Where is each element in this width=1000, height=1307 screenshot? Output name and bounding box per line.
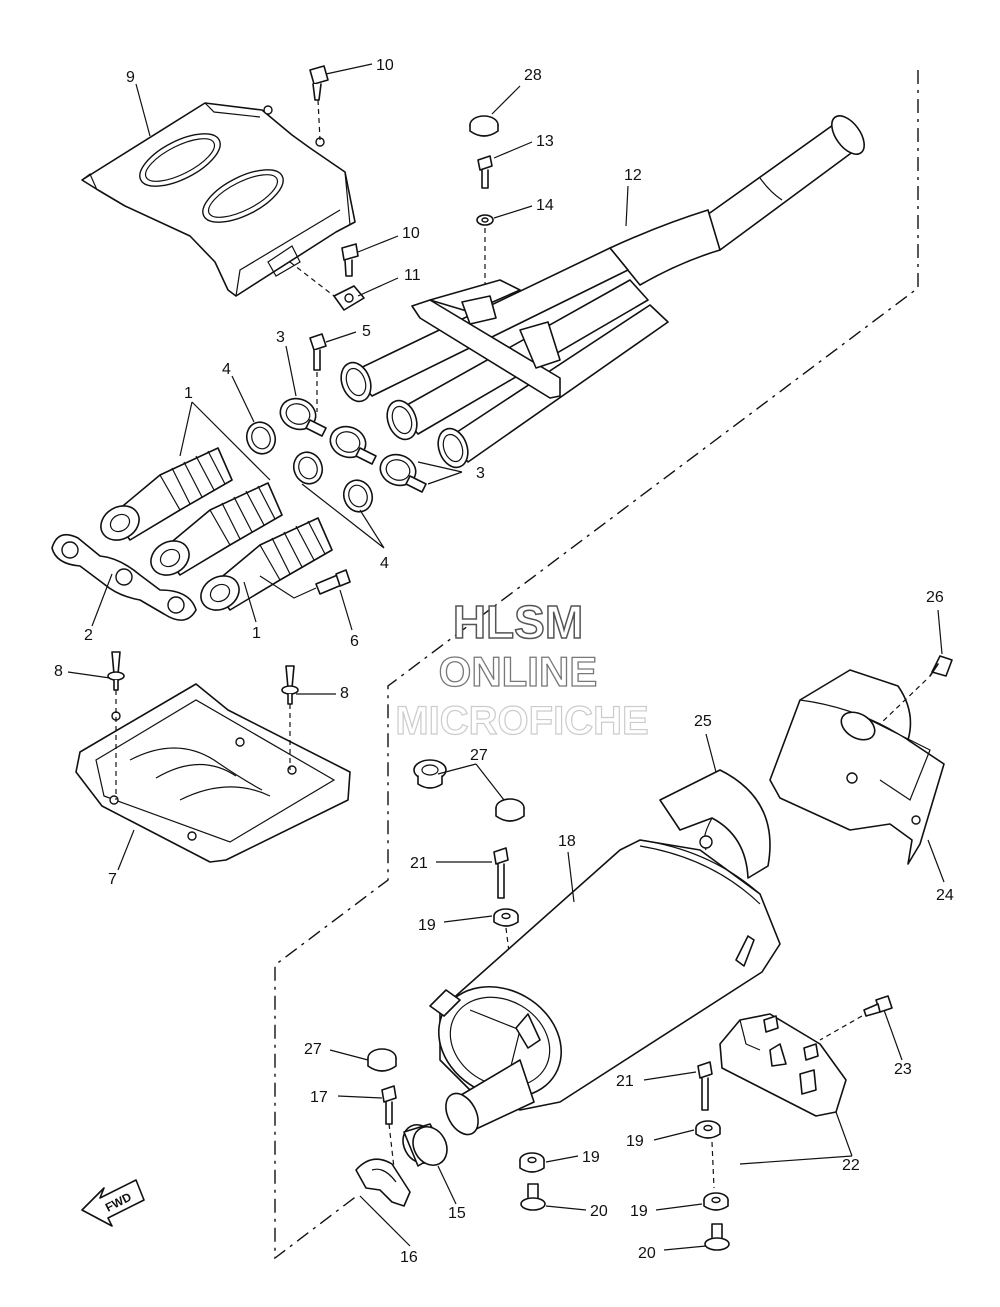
bolt-upper-shield — [309, 65, 329, 141]
callout-label: 22 — [842, 1157, 860, 1174]
bolt-21-b — [697, 1061, 713, 1111]
callout-label: 21 — [616, 1073, 634, 1090]
callout-label: 10 — [376, 57, 394, 74]
watermark-line1: HLSM — [453, 596, 583, 648]
callout-label: 8 — [340, 685, 349, 702]
separator-lines — [274, 70, 919, 1260]
clamp-3-a — [279, 397, 327, 437]
callout-label: 26 — [926, 589, 944, 606]
bracket-22 — [719, 1013, 847, 1117]
muffler-protector-25 — [659, 769, 771, 879]
callout-label: 21 — [410, 855, 428, 872]
bolt-6 — [315, 569, 351, 595]
bolt-13 — [477, 155, 493, 189]
grommet-27-a — [413, 759, 447, 789]
callout-label: 27 — [304, 1041, 322, 1058]
callout-label: 19 — [418, 917, 436, 934]
bolt-shield-bracket — [341, 243, 359, 277]
callout-label: 13 — [536, 133, 554, 150]
exhaust-joint-1-c — [200, 517, 333, 611]
callout-label: 20 — [590, 1203, 608, 1220]
clamp-16 — [355, 1158, 411, 1207]
callout-label: 19 — [582, 1149, 600, 1166]
callout-label: 25 — [694, 713, 712, 730]
collar-20-b — [704, 1223, 730, 1251]
callout-label: 6 — [350, 633, 359, 650]
lower-heat-shield — [75, 683, 351, 863]
gasket-4-a — [245, 421, 277, 455]
callout-label: 4 — [222, 361, 231, 378]
callout-label: 20 — [638, 1245, 656, 1262]
muffler-18 — [429, 839, 781, 1111]
muffler-end-cap-24 — [769, 669, 945, 865]
exhaust-joint-1-b — [150, 482, 283, 576]
upper-heat-shield — [81, 102, 356, 297]
bolt-26 — [929, 655, 953, 677]
callout-label: 17 — [310, 1089, 328, 1106]
callout-label: 7 — [108, 871, 117, 888]
callout-label: 1 — [252, 625, 261, 642]
watermark-line2: ONLINE — [439, 648, 598, 695]
gasket-4-b — [292, 451, 324, 485]
callout-label: 19 — [626, 1133, 644, 1150]
callout-label: 19 — [630, 1203, 648, 1220]
clamp-3-c — [379, 453, 427, 493]
exhaust-header-pipe — [340, 115, 865, 469]
bolt-23 — [863, 995, 893, 1017]
callout-label: 9 — [126, 69, 135, 86]
flange-gasket-2 — [51, 533, 197, 621]
callout-label: 10 — [402, 225, 420, 242]
fwd-arrow-icon: FWD — [81, 1179, 145, 1227]
cap-27-a — [495, 798, 525, 822]
callout-label: 12 — [624, 167, 642, 184]
callout-label: 15 — [448, 1205, 466, 1222]
watermark: HLSM ONLINE MICROFICHE — [395, 595, 650, 743]
gasket-4-c — [342, 479, 374, 513]
callout-label: 11 — [404, 267, 421, 284]
callout-label: 23 — [894, 1061, 912, 1078]
callout-label: 8 — [54, 663, 63, 680]
rivet-8-b — [281, 665, 299, 705]
washer-14 — [476, 214, 494, 226]
exhaust-joint-1-a — [100, 447, 233, 541]
callout-label: 28 — [524, 67, 542, 84]
callout-label: 27 — [470, 747, 488, 764]
callout-label: 14 — [536, 197, 554, 214]
bracket-nut — [333, 285, 365, 311]
collar-20-a — [520, 1183, 546, 1211]
callout-label: 16 — [400, 1249, 418, 1266]
leader-lines — [67, 63, 945, 1251]
collar-19-c — [695, 1120, 721, 1139]
callout-label: 5 — [362, 323, 371, 340]
cap-28-top — [469, 115, 499, 137]
watermark-line3: MICROFICHE — [395, 699, 648, 743]
bolt-21-a — [493, 847, 509, 899]
collar-19-d — [703, 1192, 729, 1211]
callout-label: 3 — [276, 329, 285, 346]
callout-label: 1 — [184, 385, 193, 402]
callout-labels: 10 28 9 13 12 14 10 11 5 3 4 1 3 4 2 6 1… — [54, 57, 954, 1266]
callout-label: 18 — [558, 833, 576, 850]
tail-pipe — [445, 1059, 535, 1136]
sleeve-15 — [402, 1123, 448, 1167]
collar-19-b — [519, 1152, 545, 1173]
collar-19-a — [493, 908, 519, 927]
callout-label: 2 — [84, 627, 93, 644]
rivet-8-a — [107, 651, 125, 691]
callout-label: 3 — [476, 465, 485, 482]
cap-27-b — [367, 1048, 397, 1072]
callout-label: 4 — [380, 555, 389, 572]
callout-label: 24 — [936, 887, 954, 904]
bolt-17 — [381, 1085, 397, 1125]
bolt-5 — [309, 333, 327, 371]
clamp-3-b — [329, 425, 377, 465]
